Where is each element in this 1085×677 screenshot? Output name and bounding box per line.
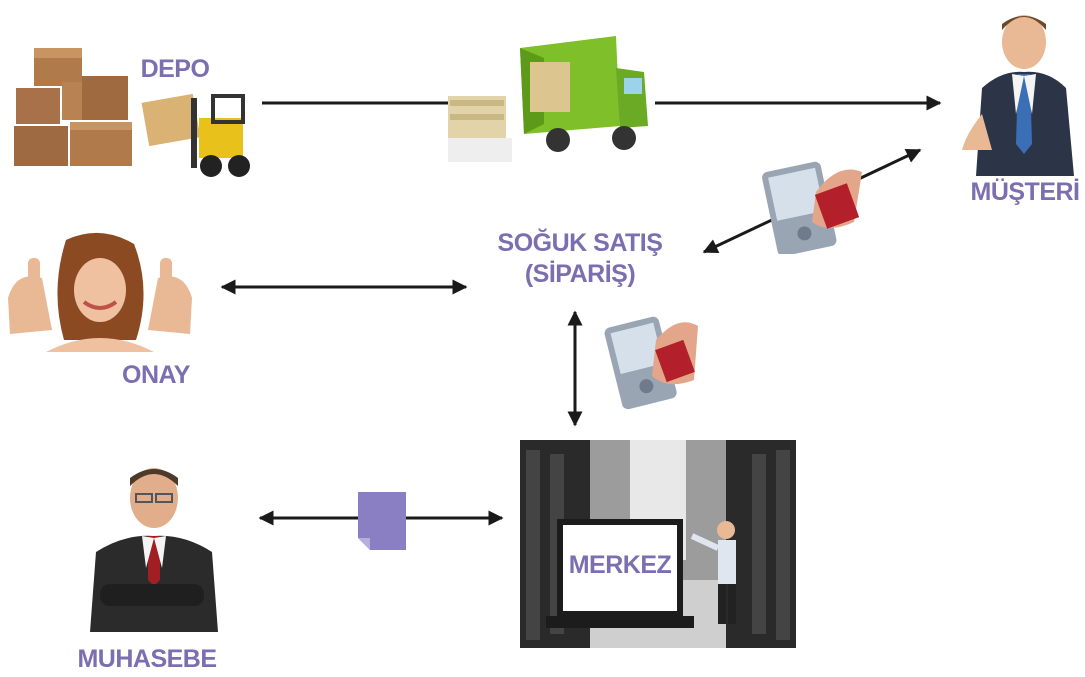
soguk-satis-label: SOĞUK SATIŞ (SİPARİŞ) [480, 228, 680, 291]
server-room-laptop-icon [520, 440, 796, 648]
soguk-satis-line2: (SİPARİŞ) [524, 260, 636, 289]
onay-label: ONAY [122, 361, 190, 389]
musteri-label: MÜŞTERİ [970, 178, 1081, 206]
depo-label: DEPO [140, 55, 210, 83]
businessman-handshake-icon [962, 15, 1074, 176]
businessman-arms-crossed-icon [90, 468, 218, 632]
boxes-icon [14, 48, 132, 166]
handheld-device-icon [762, 161, 862, 254]
merkez-label: MERKEZ [568, 551, 672, 579]
truck-icon [448, 36, 648, 162]
handheld-device-icon [604, 316, 698, 410]
muhasebe-label: MUHASEBE [77, 645, 217, 673]
woman-thumbs-up-icon [8, 232, 192, 352]
document-icon [358, 492, 406, 550]
forklift-icon [141, 93, 250, 177]
soguk-satis-line1: SOĞUK SATIŞ [497, 229, 663, 257]
